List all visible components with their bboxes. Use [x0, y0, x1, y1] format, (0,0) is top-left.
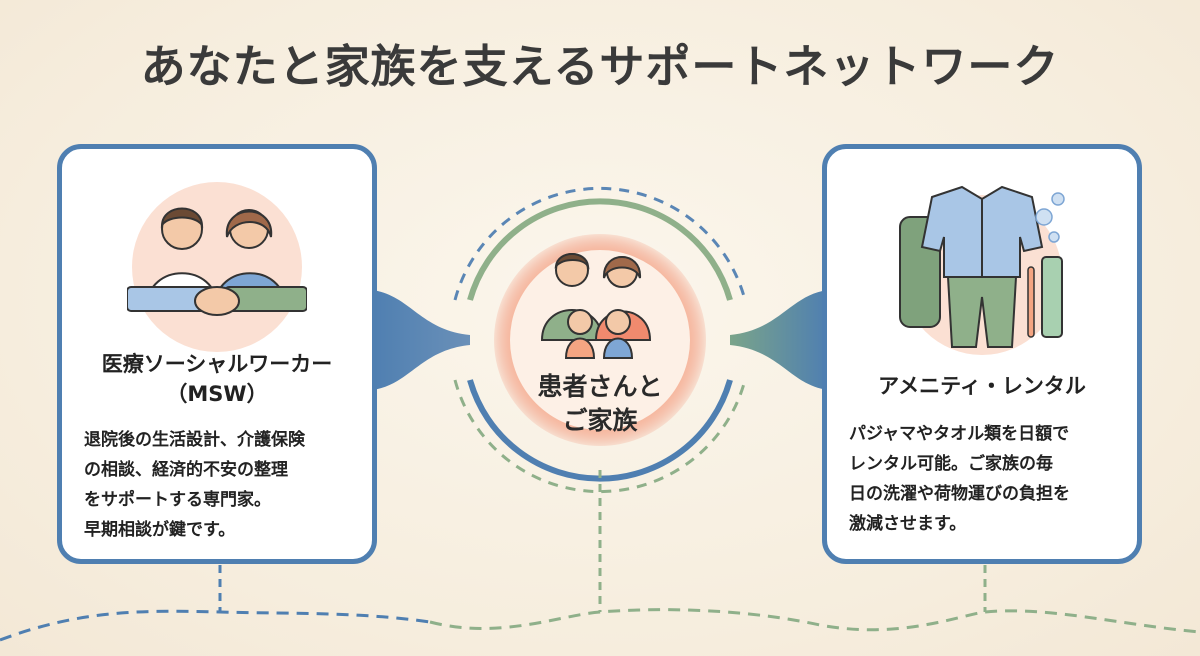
rental-card: アメニティ・レンタル パジャマやタオル類を日額で レンタル可能。ご家族の毎 日の…	[822, 144, 1142, 564]
rental-description: パジャマやタオル類を日額で レンタル可能。ご家族の毎 日の洗濯や荷物運びの負担を…	[849, 419, 1123, 539]
handshake-icon	[127, 182, 307, 352]
msw-line: 退院後の生活設計、介護保険	[84, 430, 305, 450]
center-circle	[494, 234, 706, 446]
msw-title: 医療ソーシャルワーカー （MSW）	[62, 349, 372, 409]
right-connector	[730, 290, 828, 390]
family-icon	[540, 253, 652, 359]
rental-line: 激減させます。	[849, 514, 967, 534]
msw-line: をサポートする専門家。	[84, 490, 271, 510]
msw-card: 医療ソーシャルワーカー （MSW） 退院後の生活設計、介護保険 の相談、経済的不…	[57, 144, 377, 564]
center-label: 患者さんと ご家族	[470, 370, 730, 438]
rental-line: レンタル可能。ご家族の毎	[849, 454, 1053, 474]
rental-title: アメニティ・レンタル	[878, 374, 1086, 398]
msw-title-line2: （MSW）	[166, 382, 268, 406]
page-title: あなたと家族を支えるサポートネットワーク	[140, 40, 1060, 93]
center-label-line2: ご家族	[562, 406, 638, 435]
msw-line: の相談、経済的不安の整理	[84, 460, 288, 480]
msw-description: 退院後の生活設計、介護保険 の相談、経済的不安の整理 をサポートする専門家。 早…	[84, 425, 358, 545]
msw-title-line1: 医療ソーシャルワーカー	[101, 352, 333, 376]
pajamas-toiletries-icon	[899, 185, 1065, 355]
rental-line: パジャマやタオル類を日額で	[849, 424, 1070, 444]
center-label-line1: 患者さんと	[537, 372, 663, 401]
rental-line: 日の洗濯や荷物運びの負担を	[849, 484, 1070, 504]
msw-line: 早期相談が鍵です。	[84, 520, 236, 540]
left-connector	[372, 290, 470, 390]
